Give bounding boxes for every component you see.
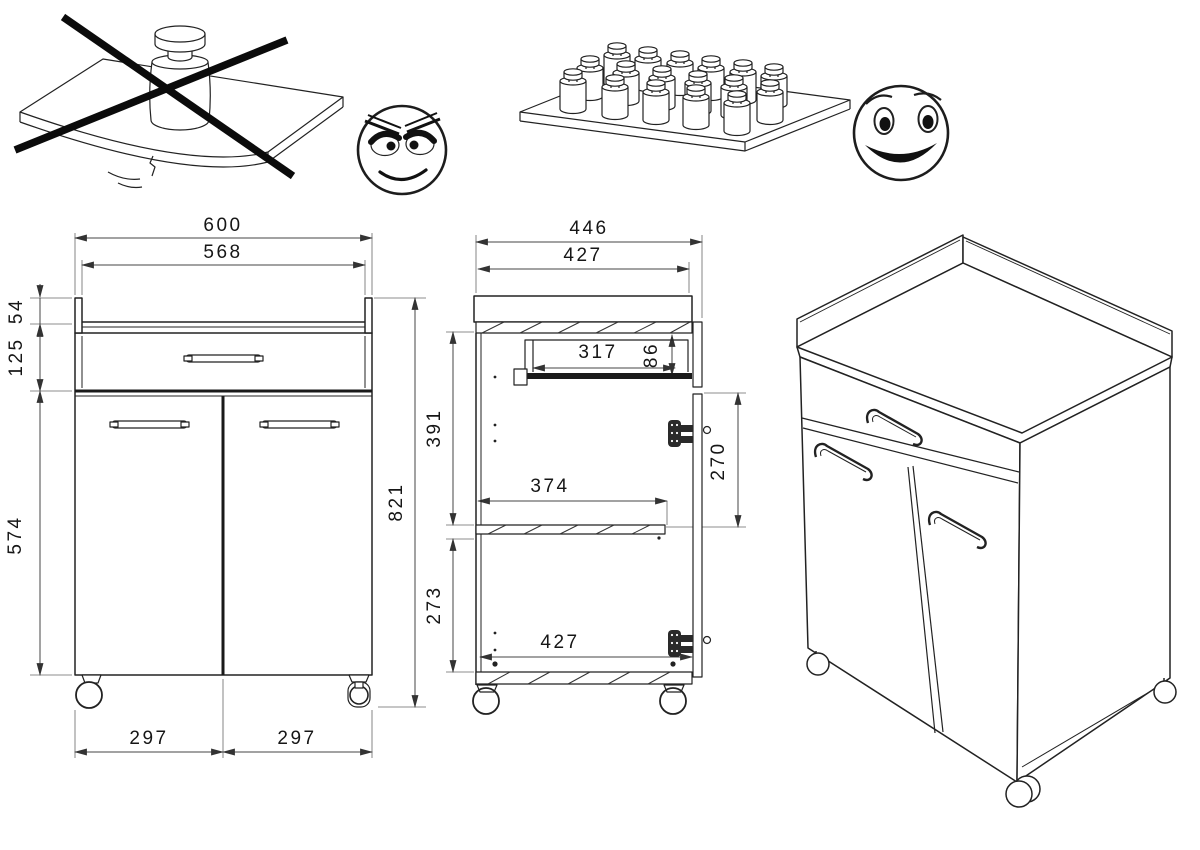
isometric-view-drawing — [796, 234, 1177, 808]
side-dim-total-depth: 446 — [569, 218, 608, 239]
side-dim-drawer-side-height: 86 — [641, 342, 662, 368]
right-door-handle — [259, 420, 340, 429]
bottom-panel — [475, 671, 693, 685]
front-view-drawing: 600 568 54 125 574 821 297 297 — [5, 215, 426, 758]
side-left-caster-icon — [472, 684, 500, 715]
front-dim-inner-width: 568 — [203, 242, 242, 263]
side-dim-upper-cavity: 391 — [424, 408, 445, 447]
side-dim-top-depth: 427 — [563, 245, 602, 266]
front-right-caster-icon — [347, 674, 371, 708]
iso-cabinet — [796, 234, 1177, 808]
side-view-drawing: 446 427 317 86 391 270 374 273 427 — [424, 218, 746, 715]
middle-shelf — [475, 524, 666, 540]
front-left-caster-icon — [75, 674, 103, 709]
front-cabinet-outline — [74, 297, 373, 709]
iso-caster-back-right — [1153, 678, 1177, 704]
front-dimensions: 600 568 54 125 574 821 297 297 — [5, 215, 419, 756]
front-panel-edge — [692, 321, 703, 678]
iso-left-door-handle — [813, 442, 873, 482]
side-dim-shelf-depth: 374 — [530, 476, 569, 497]
iso-right-door-handle — [927, 510, 987, 550]
iso-caster-front-center — [1005, 775, 1041, 808]
shelf-pin-holes — [492, 375, 676, 667]
iso-caster-front-left — [806, 651, 830, 676]
left-door-handle — [109, 420, 190, 429]
side-dim-door-hinge-span: 270 — [708, 441, 729, 480]
front-dim-overall-height: 821 — [386, 482, 407, 521]
drawer-section — [513, 339, 692, 386]
front-dim-left-door-width: 297 — [129, 728, 168, 749]
front-dim-total-width: 600 — [203, 215, 242, 236]
top-panel-hatch — [481, 321, 691, 334]
side-dimensions: 446 427 317 86 391 270 374 273 427 — [424, 218, 742, 674]
lower-hinge-icon — [668, 630, 712, 657]
front-dim-door-height: 574 — [5, 515, 26, 554]
drawer-handle — [183, 354, 264, 363]
correct-loading-illustration — [519, 42, 950, 182]
front-dim-drawer-height: 125 — [6, 337, 27, 376]
cross-out-x-icon — [13, 13, 296, 180]
side-cabinet-section — [472, 295, 712, 715]
front-dim-rail-height: 54 — [6, 298, 27, 324]
incorrect-loading-illustration — [13, 13, 448, 196]
happy-face-icon — [852, 84, 950, 182]
side-dim-drawer-depth: 317 — [578, 342, 617, 363]
side-dim-lower-cavity: 273 — [424, 585, 445, 624]
upper-hinge-icon — [668, 420, 712, 447]
side-right-caster-icon — [659, 684, 687, 715]
front-dim-right-door-width: 297 — [277, 728, 316, 749]
iso-drawer-handle — [865, 408, 923, 447]
side-dim-bottom-depth: 427 — [540, 632, 579, 653]
angry-face-icon — [356, 104, 448, 196]
